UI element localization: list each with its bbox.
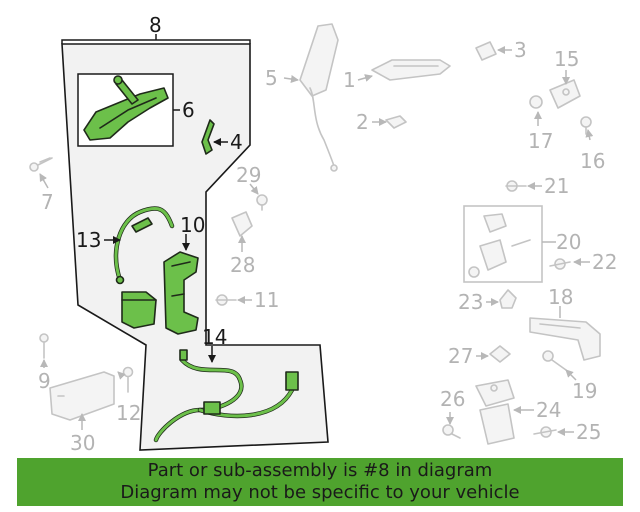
callout-27: 27 — [448, 344, 473, 368]
callout-2: 2 — [356, 110, 369, 134]
callout-8: 8 — [149, 13, 162, 37]
callout-24: 24 — [536, 398, 561, 422]
callout-22: 22 — [592, 250, 617, 274]
part-23-grommet — [499, 289, 517, 309]
leader-16 — [585, 129, 594, 141]
latch-block — [121, 291, 157, 329]
callout-29: 29 — [236, 163, 261, 187]
part-10-bracket — [163, 251, 199, 335]
part-30-bracket — [49, 371, 115, 421]
part-20-hinge — [468, 213, 531, 278]
part-29-bolt — [256, 194, 268, 211]
part-2-clip — [385, 115, 407, 129]
info-banner: Part or sub-assembly is #8 in diagram Di… — [17, 458, 623, 506]
callout-3: 3 — [514, 38, 527, 62]
parts-diagram: 8 6 4 13 10 14 — [29, 13, 617, 455]
part-28-bracket — [231, 211, 253, 237]
callout-11: 11 — [254, 288, 279, 312]
callout-15: 15 — [554, 47, 579, 71]
callout-19: 19 — [572, 379, 597, 403]
part-3-cap — [475, 41, 497, 61]
leader-29 — [249, 183, 259, 195]
callout-4: 4 — [230, 130, 243, 154]
part-27-bolt — [489, 345, 511, 363]
callout-13: 13 — [76, 228, 101, 252]
part-25-bolt — [533, 426, 557, 438]
part-14-harness — [153, 349, 299, 443]
callout-16: 16 — [580, 149, 605, 173]
part-6-handle — [83, 75, 169, 141]
leader-1 — [357, 74, 373, 82]
callout-21: 21 — [544, 174, 569, 198]
banner-line-1: Part or sub-assembly is #8 in diagram — [147, 460, 493, 481]
part-7-bolt — [29, 157, 53, 172]
callout-30: 30 — [70, 431, 95, 455]
part-24-hinge — [475, 379, 515, 445]
part-1-outer-handle — [371, 59, 451, 81]
callout-12: 12 — [116, 401, 141, 425]
callout-9: 9 — [38, 369, 51, 393]
callout-6: 6 — [182, 98, 195, 122]
part-21-bolt — [505, 180, 527, 192]
part-11-bolt — [215, 294, 237, 306]
leader-5 — [283, 75, 299, 83]
part-13-cable — [113, 206, 175, 285]
callout-17: 17 — [528, 129, 553, 153]
part-5-door-frame — [299, 23, 339, 172]
callout-18: 18 — [548, 285, 573, 309]
part-17-nut — [529, 95, 543, 109]
callout-23: 23 — [458, 290, 483, 314]
part-12-screw — [122, 366, 134, 393]
callout-1: 1 — [343, 68, 356, 92]
leader-12 — [117, 371, 126, 380]
leader-7 — [39, 173, 49, 189]
part-19-bolt — [542, 350, 567, 371]
callout-26: 26 — [440, 387, 465, 411]
part-22-bolt — [549, 258, 571, 270]
leader-19 — [565, 369, 577, 381]
callout-14: 14 — [202, 325, 227, 349]
part-4-clip — [201, 119, 215, 155]
callout-28: 28 — [230, 253, 255, 277]
part-26-screw — [442, 424, 461, 439]
part-15-striker — [549, 79, 581, 109]
callout-25: 25 — [576, 420, 601, 444]
banner-line-2: Diagram may not be specific to your vehi… — [120, 482, 520, 503]
callout-10: 10 — [180, 213, 205, 237]
callout-20: 20 — [556, 230, 581, 254]
callout-7: 7 — [41, 190, 54, 214]
part-18-check-arm — [529, 317, 601, 361]
callout-5: 5 — [265, 66, 278, 90]
part-9-screw — [39, 333, 49, 359]
part-16-bolt — [580, 116, 592, 135]
